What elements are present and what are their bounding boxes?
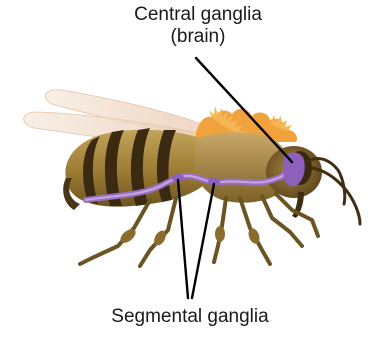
- hind-leg: [80, 200, 150, 264]
- central-ganglia-label: Central ganglia (brain): [98, 4, 298, 48]
- antennae: [310, 158, 360, 224]
- segmental-ganglia-pointer: [192, 184, 214, 298]
- segmental-ganglia-pointer: [178, 180, 188, 298]
- fore-leg: [262, 196, 302, 246]
- segmental-ganglia-label: Segmental ganglia: [70, 306, 310, 328]
- leg-segments: [118, 226, 262, 247]
- central-ganglia-label-line1: Central ganglia: [98, 4, 298, 26]
- central-ganglia-label-line2: (brain): [98, 26, 298, 48]
